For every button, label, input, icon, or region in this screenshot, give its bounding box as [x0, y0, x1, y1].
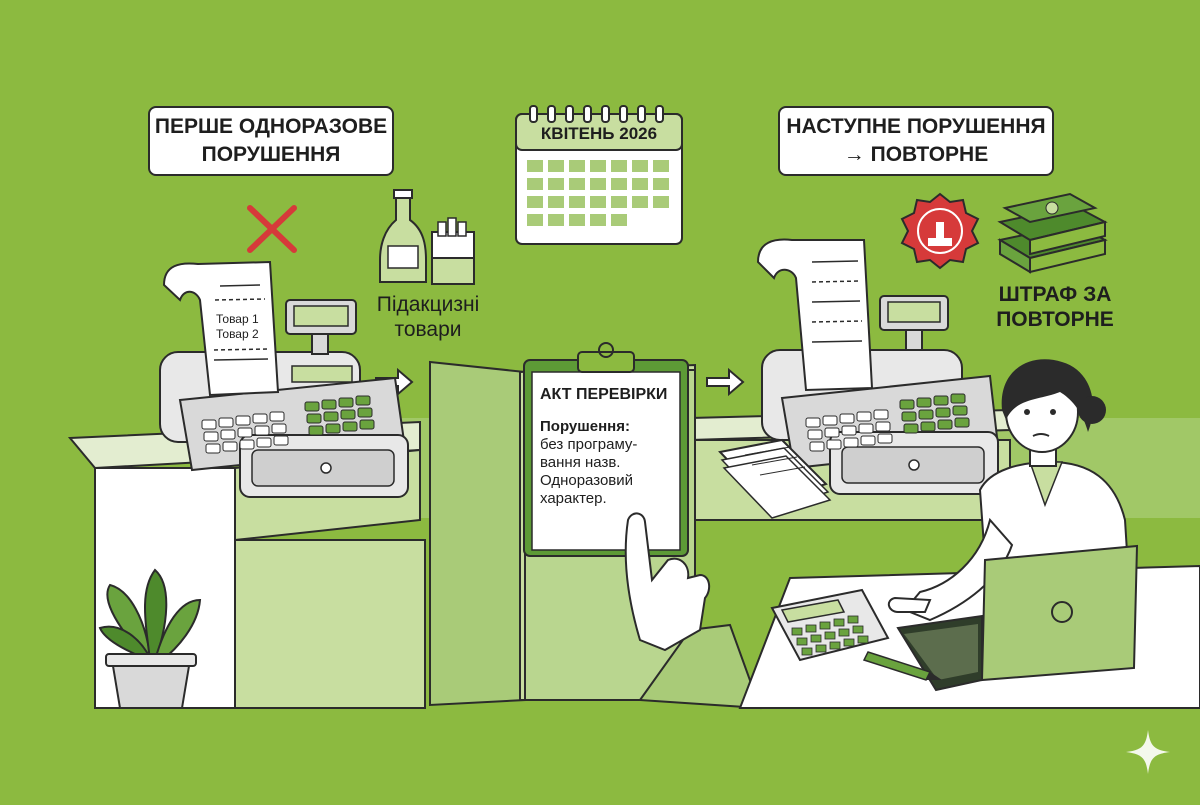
next-violation-line1: НАСТУПНЕ ПОРУШЕННЯ: [786, 115, 1046, 138]
act-line-3: Одноразовий: [540, 472, 634, 489]
act-line-1: без програму-: [540, 436, 638, 453]
fine-line1: ШТРАФ ЗА: [998, 283, 1112, 306]
act-violation-heading: Порушення:: [540, 418, 630, 435]
first-violation-line1: ПЕРШЕ ОДНОРАЗОВЕ: [154, 115, 388, 138]
cash-register-left: [159, 260, 409, 498]
fine-line2: ПОВТОРНЕ: [996, 308, 1114, 331]
cash-register-right: [756, 238, 1000, 495]
clipboard: [523, 342, 689, 557]
next-violation-label: НАСТУПНЕ ПОРУШЕННЯ → ПОВТОРНЕ: [778, 106, 1054, 176]
cross-icon: [247, 205, 297, 253]
sparkle-icon: [1126, 730, 1170, 774]
receipt-item-2: Товар 2: [216, 327, 259, 341]
laptop-icon: [896, 544, 1139, 692]
seal-icon: [900, 192, 980, 270]
bottle-icon: [379, 189, 427, 283]
calculator-icon: [770, 588, 890, 662]
act-line-2: вання назв.: [540, 454, 621, 471]
act-title: АКТ ПЕРЕВІРКИ: [540, 386, 668, 403]
receipt-stack: [718, 438, 832, 519]
excise-goods-label: Підакцизні товари: [366, 292, 490, 342]
act-line-4: характер.: [540, 490, 607, 507]
calendar-icon: [515, 105, 683, 245]
pointing-hand: [624, 512, 762, 710]
excise-line1: Підакцизні: [376, 293, 480, 316]
receipt-item-1: Товар 1: [216, 312, 259, 326]
arrow-right-icon: [706, 367, 745, 397]
fine-label: ШТРАФ ЗА ПОВТОРНЕ: [990, 282, 1120, 332]
cigarette-pack-icon: [431, 217, 475, 285]
first-violation-line2: ПОРУШЕННЯ: [201, 143, 341, 166]
money-stack-icon: [997, 192, 1108, 274]
first-violation-label: ПЕРШЕ ОДНОРАЗОВЕ ПОРУШЕННЯ: [148, 106, 394, 176]
pen-icon: [862, 651, 942, 681]
calendar-title: КВІТЕНЬ 2026: [540, 124, 658, 143]
plant-icon: [98, 568, 202, 709]
excise-line2: товари: [394, 318, 462, 341]
next-violation-line2: → ПОВТОРНЕ: [843, 143, 989, 166]
